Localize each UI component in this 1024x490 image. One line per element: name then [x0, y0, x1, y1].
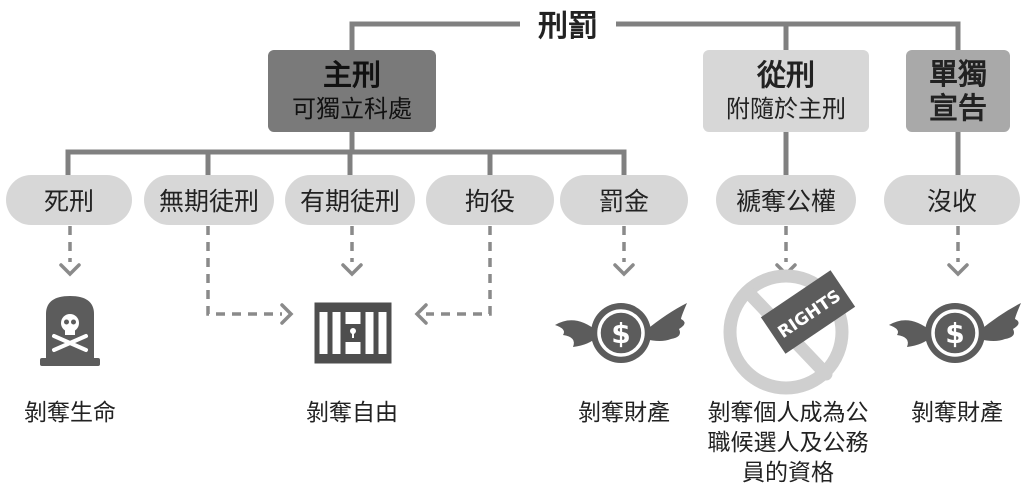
flying-money-icon: $ — [555, 303, 687, 363]
effect-caption-property: 剝奪財產 — [578, 400, 670, 426]
pill-life-imprisonment: 無期徒刑 — [144, 175, 274, 225]
pill-confiscation: 沒收 — [884, 175, 1020, 225]
effect-caption-freedom: 剝奪自由 — [306, 400, 398, 426]
pill-detention: 拘役 — [426, 175, 554, 225]
pill-fixed-term-imprisonment: 有期徒刑 — [285, 175, 415, 225]
accessory-punishment-sub: 附隨於主刑 — [726, 95, 846, 123]
effect-caption-life: 剝奪生命 — [24, 400, 116, 426]
main-punishment-sub: 可獨立科處 — [292, 95, 412, 123]
pill-deprivation-of-rights: 褫奪公權 — [716, 175, 856, 225]
pill-fine: 罰金 — [560, 175, 688, 225]
accessory-punishment-box: 從刑 附隨於主刑 — [703, 50, 869, 132]
pill-death-penalty: 死刑 — [6, 175, 132, 225]
effect-caption-confiscated-property: 剝奪財產 — [911, 400, 1003, 426]
svg-text:$: $ — [945, 317, 964, 350]
svg-text:$: $ — [611, 317, 630, 350]
jail-cell-icon — [314, 302, 392, 364]
no-rights-icon: RIGHTS — [723, 269, 856, 395]
effect-caption-rights: 剝奪個人成為公職候選人及公務員的資格 — [707, 400, 869, 486]
diagram-title: 刑罰 — [520, 6, 616, 48]
standalone-label: 單獨宣告 — [928, 57, 987, 125]
standalone-box: 單獨宣告 — [906, 50, 1010, 132]
skull-tombstone-icon — [40, 296, 100, 366]
main-punishment-label: 主刑 — [322, 58, 381, 92]
main-punishment-box: 主刑 可獨立科處 — [268, 50, 436, 132]
accessory-punishment-label: 從刑 — [756, 58, 815, 92]
flying-money-icon: $ — [889, 303, 1021, 363]
